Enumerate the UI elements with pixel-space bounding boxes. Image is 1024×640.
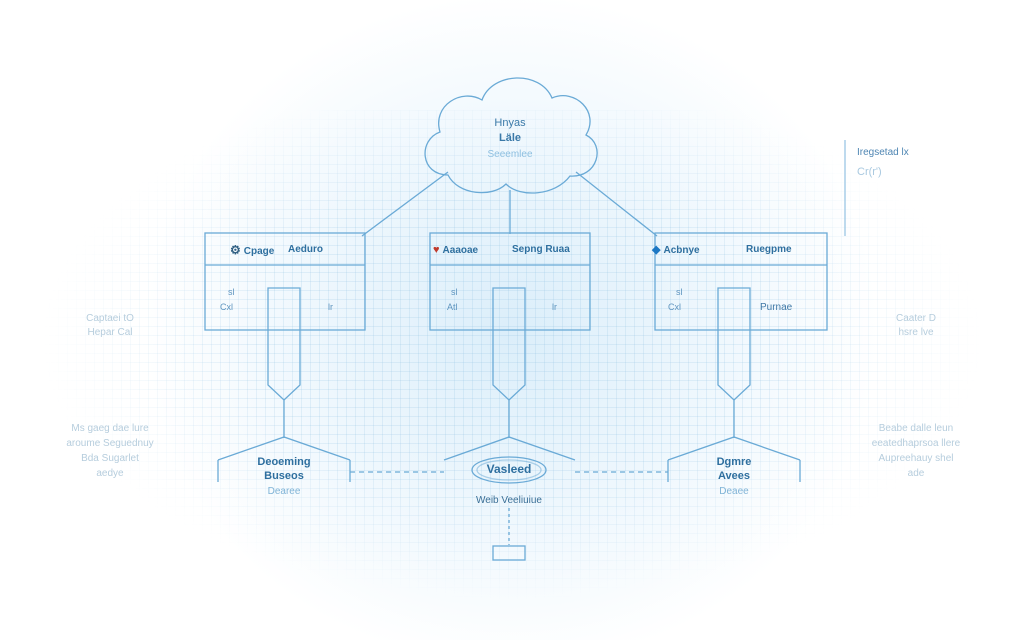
panel-right-frame [654, 232, 828, 331]
node-center-roof [443, 436, 576, 461]
side-right-body1: Beabe dalle leun [878, 423, 954, 434]
panel-left-cell: lr [328, 302, 333, 312]
diamond-icon: ◆ [652, 244, 661, 256]
side-left-body2: aroume Seguednuy [66, 438, 154, 449]
node-right-line2: Avees [717, 470, 750, 482]
panel-center-title: ♥Aaaoae [433, 244, 479, 256]
panel-right-header2: Ruegpme [746, 244, 792, 255]
side-right-head1: Caater D [895, 313, 936, 324]
side-left-body1: Ms gaeg dae lure [71, 423, 149, 434]
node-left-line1: Deoeming [257, 456, 311, 468]
panel-right-cell: Cxl [668, 302, 681, 312]
node-right-subtitle: Deaee [719, 486, 749, 497]
top-right-label: Iregsetad lx [857, 147, 909, 158]
side-left-body3: Bda Sugarlet [81, 453, 139, 464]
side-left-head2: Hepar Cal [87, 327, 133, 338]
node-left-subtitle: Dearee [267, 486, 301, 497]
panel-left-cell: sl [228, 287, 235, 297]
cloud-title-line2: Läle [498, 132, 521, 144]
panel-center-frame [429, 232, 591, 331]
arrow-left-to-cloud [361, 171, 449, 237]
tube-right [717, 287, 751, 401]
panel-center-cell: sl [451, 287, 458, 297]
arrow-right-to-cloud [575, 171, 658, 237]
cloud-subtitle: Seeemlee [487, 149, 533, 160]
background-grid [40, 110, 984, 610]
panel-center-header2: Sepng Ruaa [512, 244, 570, 255]
side-left-body4: aedye [96, 468, 124, 479]
node-right-roof [667, 436, 801, 461]
side-right-body2: eeatedhaprsoa llere [871, 438, 961, 449]
cloud-shape [424, 77, 598, 194]
gear-icon: ⚙ [230, 243, 241, 257]
node-left-line2: Buseos [264, 470, 304, 482]
top-right-value: Cr(r') [857, 166, 882, 178]
side-right-body4: ade [907, 468, 925, 479]
node-center-label: Vasleed [486, 462, 532, 476]
node-center-caption: Weib Veeliuiue [476, 495, 542, 506]
panel-left-title: ⚙Cpage [230, 243, 275, 257]
panel-center-cell: Atl [447, 302, 458, 312]
cloud-title-line1: Hnyas [494, 117, 526, 129]
panel-left-frame [204, 232, 366, 331]
tube-center [492, 287, 526, 401]
heart-icon: ♥ [433, 244, 440, 256]
panel-left-header2: Aeduro [288, 244, 323, 255]
panel-right-cell: Purnae [760, 302, 793, 313]
panel-right-cell: sl [676, 287, 683, 297]
node-left-roof [217, 436, 351, 461]
tube-left [267, 287, 301, 401]
panel-right-title: ◆Acbnye [652, 244, 700, 256]
side-right-body3: Aupreehauy shel [878, 453, 954, 464]
center-pill [471, 456, 547, 484]
panel-center-cell: lr [552, 302, 557, 312]
bottom-small-box [492, 545, 526, 561]
panel-left-cell: Cxl [220, 302, 233, 312]
side-right-head2: hsre lve [898, 327, 934, 338]
side-left-head1: Captaei tO [86, 313, 134, 324]
node-right-line1: Dgmre [716, 456, 752, 468]
